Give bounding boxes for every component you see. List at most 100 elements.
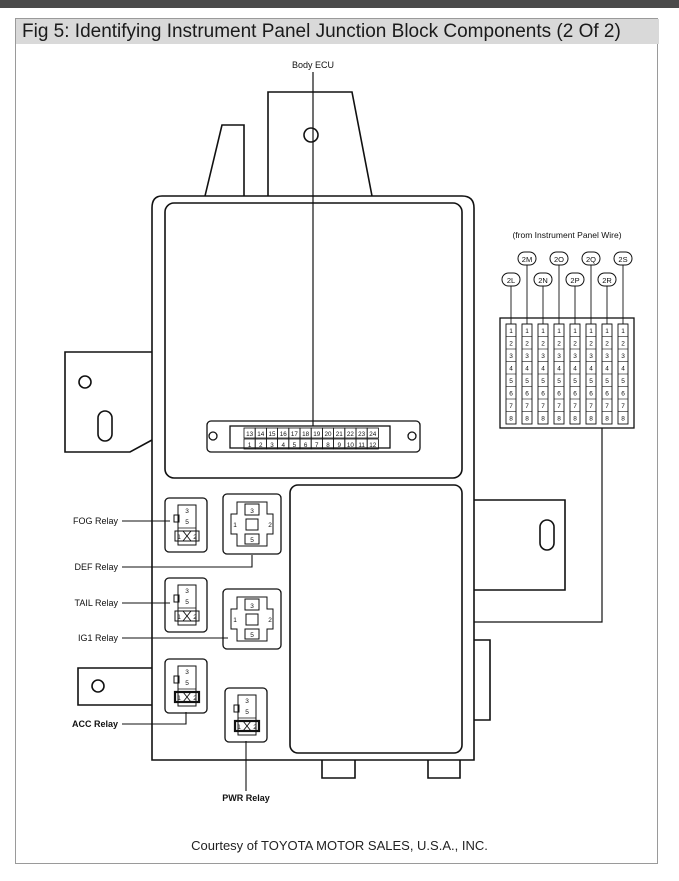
left-tab-hole <box>78 375 92 389</box>
ecu-pin-label: 14 <box>257 431 265 438</box>
svg-text:5: 5 <box>185 519 189 526</box>
right-mount-tab <box>474 499 566 591</box>
ecu-pin-label: 2 <box>259 442 263 449</box>
wire-pin-label: 7 <box>525 403 529 410</box>
svg-text:3: 3 <box>250 508 254 515</box>
ecu-pin-label: 8 <box>326 442 330 449</box>
svg-text:5: 5 <box>185 599 189 606</box>
wire-pin-label: 3 <box>557 353 561 360</box>
wire-connector-label: 2O <box>554 255 564 264</box>
wire-connector-label: 2L <box>507 276 515 285</box>
ecu-pin-label: 18 <box>302 431 310 438</box>
wire-pin-label: 7 <box>621 403 625 410</box>
svg-text:1: 1 <box>177 614 181 621</box>
wire-pin-label: 2 <box>525 341 529 348</box>
wire-pin-label: 5 <box>509 378 513 385</box>
ecu-pin-label: 17 <box>291 431 299 438</box>
wire-connector-group: 2L123456782M123456782N123456782O12345678… <box>501 251 633 425</box>
wire-pin-label: 2 <box>589 341 593 348</box>
wire-pin-label: 1 <box>605 328 609 335</box>
ecu-pin-label: 5 <box>293 442 297 449</box>
bottom-foot-left <box>321 760 356 779</box>
wire-pin-label: 5 <box>621 378 625 385</box>
lower-left-tab-hole <box>91 679 105 693</box>
top-bracket-right <box>267 91 373 197</box>
wire-pin-label: 6 <box>541 391 545 398</box>
fog-relay-label: FOG Relay <box>73 516 119 526</box>
svg-text:1: 1 <box>233 617 237 624</box>
wire-pin-label: 1 <box>525 328 529 335</box>
wire-pin-label: 6 <box>573 391 577 398</box>
svg-text:2: 2 <box>268 522 272 529</box>
right-tab-slot <box>539 519 555 551</box>
wire-pin-label: 2 <box>509 341 513 348</box>
svg-text:1: 1 <box>177 534 181 541</box>
wire-pin-label: 7 <box>541 403 545 410</box>
pwr-relay-label: PWR Relay <box>222 793 270 803</box>
wire-pin-label: 1 <box>589 328 593 335</box>
ecu-pin-label: 10 <box>347 442 355 449</box>
wire-pin-label: 1 <box>557 328 561 335</box>
wire-pin-label: 8 <box>541 416 545 423</box>
wire-pin-label: 1 <box>541 328 545 335</box>
wire-pin-label: 5 <box>605 378 609 385</box>
figure-frame <box>15 18 658 864</box>
wire-connector-label: 2S <box>618 255 627 264</box>
lower-right-panel <box>289 484 463 754</box>
ecu-pin-label: 21 <box>336 431 344 438</box>
left-tab-slot <box>97 410 113 442</box>
ecu-pin-label: 19 <box>313 431 321 438</box>
ecu-pin-cell <box>366 427 379 439</box>
svg-text:1: 1 <box>177 695 181 702</box>
wire-connector-label: 2N <box>538 276 548 285</box>
ecu-pin-cell <box>366 438 379 450</box>
wire-connector-block <box>499 317 635 429</box>
wire-pin-label: 4 <box>589 366 593 373</box>
acc-relay-label: ACC Relay <box>72 719 118 729</box>
wire-pin-label: 3 <box>589 353 593 360</box>
ecu-pin-label: 20 <box>324 431 332 438</box>
wire-pin-label: 4 <box>509 366 513 373</box>
top-bracket-left <box>204 124 245 197</box>
svg-text:5: 5 <box>250 537 254 544</box>
wire-pin-label: 4 <box>573 366 577 373</box>
ecu-pin-label: 7 <box>315 442 319 449</box>
figure-caption: Fig 5: Identifying Instrument Panel Junc… <box>16 19 659 44</box>
wire-pin-label: 3 <box>525 353 529 360</box>
wire-pin-label: 5 <box>525 378 529 385</box>
ig1-relay-label: IG1 Relay <box>78 633 119 643</box>
ecu-pin-label: 9 <box>337 442 341 449</box>
bottom-foot-right <box>427 760 461 779</box>
figure-credit: Courtesy of TOYOTA MOTOR SALES, U.S.A., … <box>191 838 488 853</box>
ecu-pin-label: 3 <box>270 442 274 449</box>
svg-text:5: 5 <box>185 680 189 687</box>
lower-left-tab <box>77 667 152 706</box>
ecu-pin-label: 6 <box>304 442 308 449</box>
ecu-pin-label: 13 <box>246 431 254 438</box>
svg-text:3: 3 <box>185 669 189 676</box>
wire-pin-label: 7 <box>509 403 513 410</box>
wire-connector-label: 2M <box>522 255 532 264</box>
ecu-pin-label: 15 <box>268 431 276 438</box>
wire-pin-label: 3 <box>605 353 609 360</box>
wire-pin-label: 2 <box>573 341 577 348</box>
wire-pin-label: 3 <box>509 353 513 360</box>
wire-pin-label: 6 <box>525 391 529 398</box>
wire-pin-label: 4 <box>605 366 609 373</box>
wire-pin-label: 7 <box>573 403 577 410</box>
svg-text:5: 5 <box>245 709 249 716</box>
left-mount-tab <box>64 351 153 453</box>
tail-relay-label: TAIL Relay <box>74 598 118 608</box>
def-relay-label: DEF Relay <box>74 562 118 572</box>
body-ecu-label: Body ECU <box>292 60 334 70</box>
wire-pin-label: 6 <box>621 391 625 398</box>
svg-text:2: 2 <box>268 617 272 624</box>
wire-pin-label: 6 <box>589 391 593 398</box>
def-relay-leader <box>122 555 253 568</box>
wire-connector-label: 2Q <box>586 255 596 264</box>
